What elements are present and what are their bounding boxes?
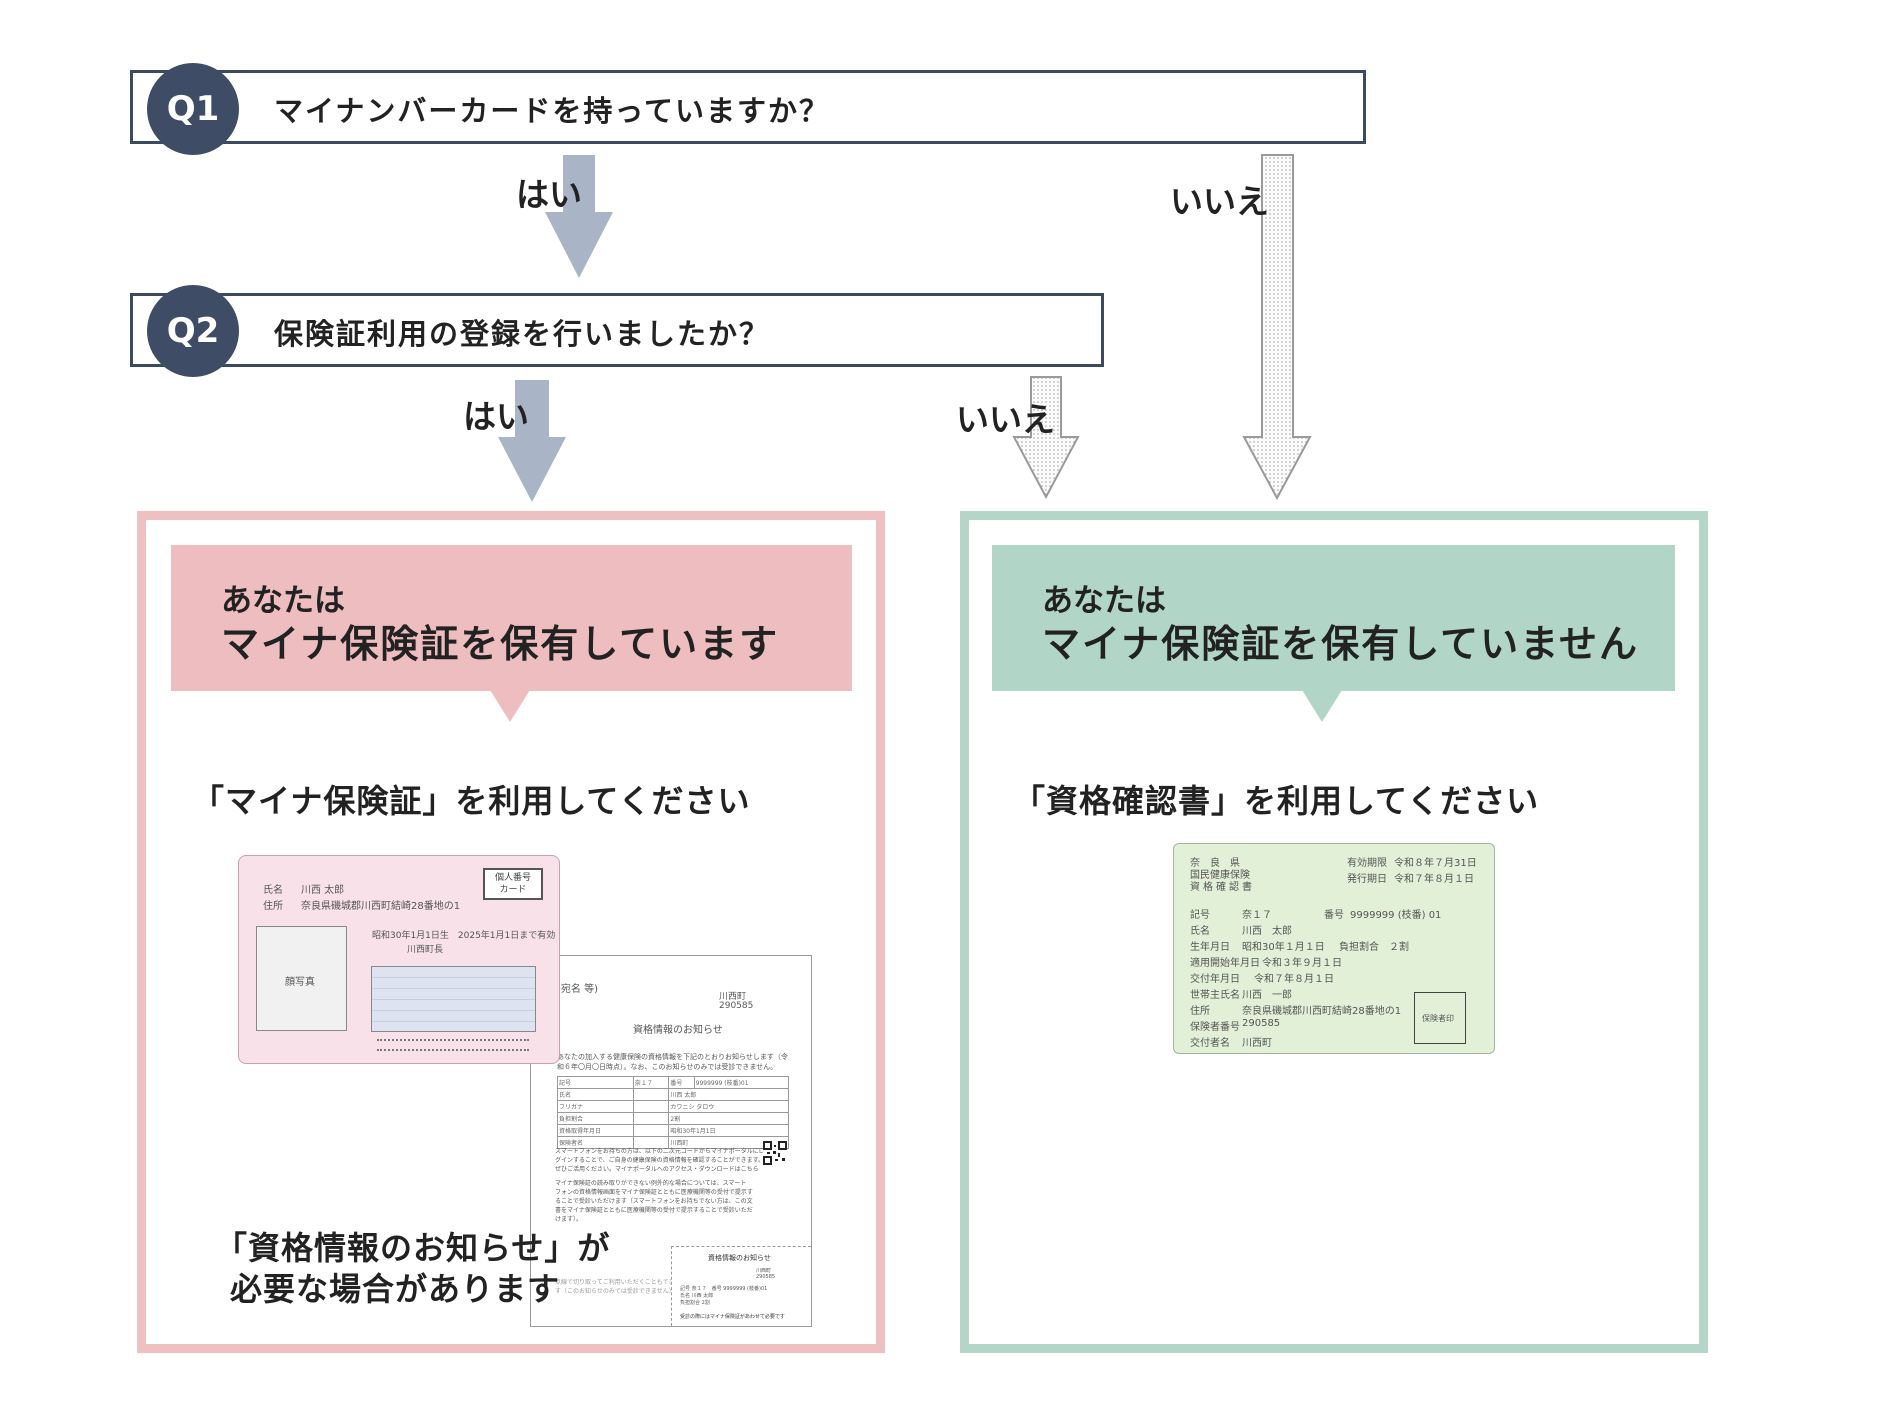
result-panel-no-card: [960, 511, 1708, 1353]
notice-note-line-1: 「資格情報のお知らせ」が: [215, 1229, 611, 1267]
q2-yes-label: はい: [463, 397, 529, 436]
arrow-q2-no: [1012, 376, 1080, 500]
question-2-box: [130, 293, 1104, 367]
eligibility-notice-document: (宛名 等) 川西町 290585 資格情報のお知らせ あなたの加入する健康保険…: [530, 955, 812, 1327]
question-2-badge: Q2: [147, 285, 239, 377]
card-type-badge: 個人番号 カード: [483, 868, 543, 900]
arrow-q1-yes: [545, 155, 613, 278]
question-1-badge: Q1: [147, 63, 239, 155]
banner-no-card-title: マイナ保険証を保有していません: [1042, 622, 1639, 666]
question-1-text: マイナンバーカードを持っていますか？: [274, 94, 830, 128]
notice-stub: 資格情報のお知らせ 川西町 290585 記号 奈１７ 番号 9999999 (…: [671, 1246, 811, 1326]
banner-has-card: あなたは マイナ保険証を保有しています: [171, 545, 852, 691]
banner-no-card-sub: あなたは: [1042, 583, 1166, 619]
banner-no-card: あなたは マイナ保険証を保有していません: [992, 545, 1675, 691]
card-chip-area: [371, 966, 536, 1032]
banner-has-card-sub: あなたは: [221, 583, 345, 619]
eligibility-certificate-image: 奈 良 県 国民健康保険 資格確認書 有効期限 令和８年７月31日 発行期日 令…: [1173, 843, 1495, 1054]
my-number-card-image: 氏名 川西 太郎 住所 奈良県磯城郡川西町結崎28番地の1 個人番号 カード 顔…: [238, 855, 560, 1064]
banner-has-card-pointer: [490, 690, 530, 722]
question-1-box: [130, 70, 1366, 144]
insurer-seal-box: 保険者印: [1414, 992, 1466, 1044]
photo-placeholder: 顔写真: [256, 926, 347, 1031]
card-dotted-line-1: [377, 1039, 529, 1041]
q2-no-label: いいえ: [956, 400, 1055, 439]
qr-code-icon: [763, 1141, 787, 1165]
arrow-q1-no: [1242, 154, 1312, 501]
arrow-q2-yes: [498, 380, 566, 502]
instruction-eligibility-certificate: 「資格確認書」を利用してください: [1013, 782, 1540, 820]
question-2-text: 保険証利用の登録を行いましたか？: [274, 317, 771, 351]
result-panel-has-card: [137, 511, 885, 1353]
banner-has-card-title: マイナ保険証を保有しています: [221, 622, 780, 666]
q1-yes-label: はい: [516, 175, 582, 214]
card-dotted-line-2: [377, 1049, 529, 1051]
notice-note-line-2: 必要な場合があります: [230, 1270, 561, 1308]
banner-no-card-pointer: [1302, 690, 1342, 722]
q1-no-label: いいえ: [1170, 182, 1269, 221]
instruction-my-insurance-card: 「マイナ保険証」を利用してください: [192, 782, 751, 820]
